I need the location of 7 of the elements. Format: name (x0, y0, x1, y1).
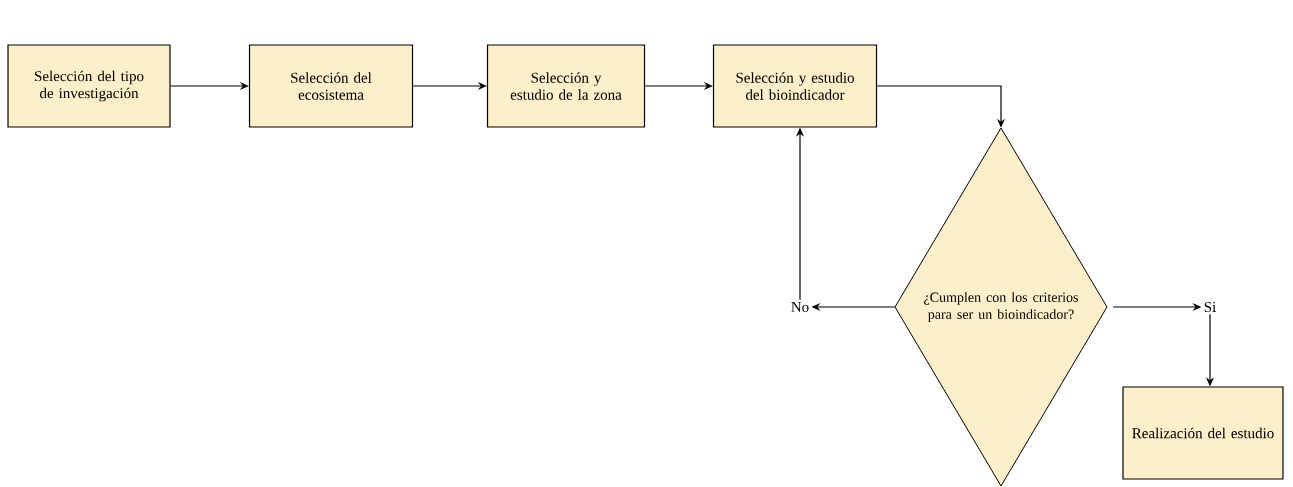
process-box: Selección y estudio de la zona (486, 44, 646, 128)
branch-label: No (791, 302, 809, 312)
process-box: Selección y estudio del bioindicador (712, 44, 878, 128)
process-box: Realización del estudio (1122, 386, 1284, 480)
branch-label: Si (1204, 301, 1216, 313)
process-box: Selección del ecosistema (248, 44, 414, 128)
process-box: Selección del tipo de investigación (7, 44, 171, 128)
